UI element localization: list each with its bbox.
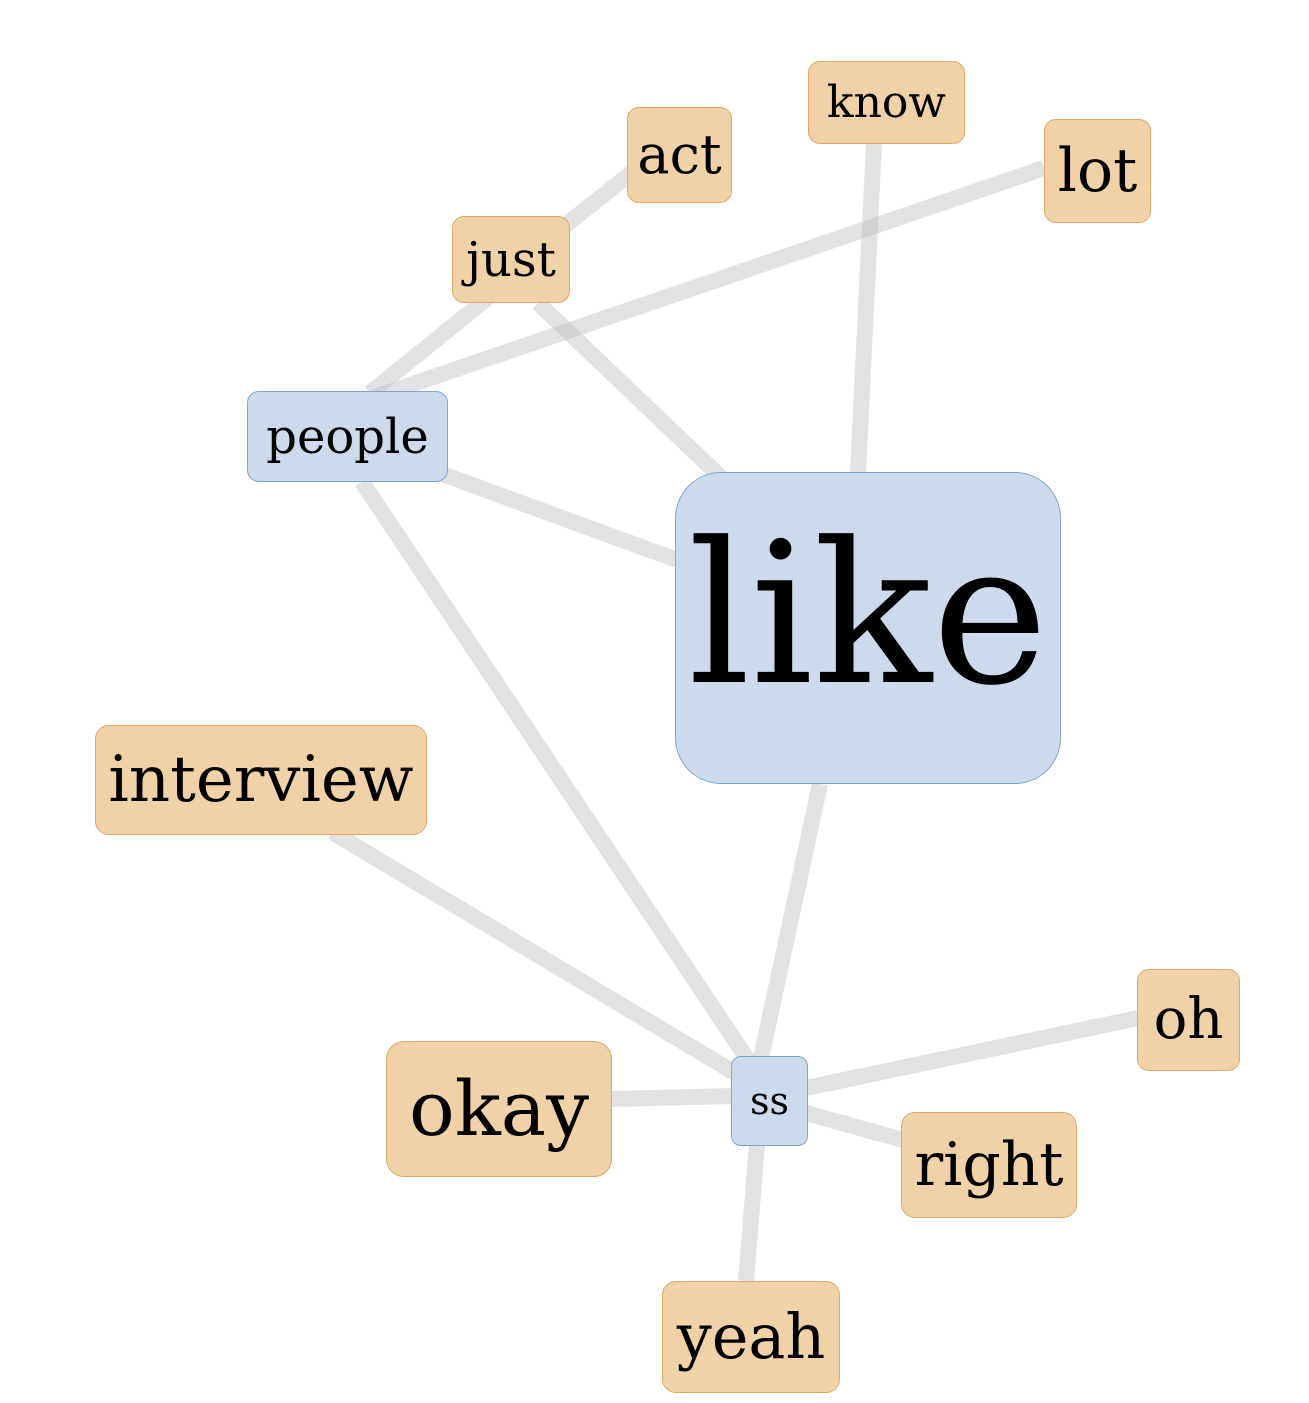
node-people-label: people [266,408,429,465]
node-interview-label: interview [108,743,414,817]
edge-ss-yeah [738,1144,765,1282]
edge-ss-right [803,1105,906,1148]
edge-just-like [532,297,734,490]
node-know-label: know [826,76,947,128]
node-right: right [901,1112,1077,1218]
node-lot: lot [1044,119,1151,223]
node-act: act [627,107,732,203]
edge-just-act [557,163,640,235]
node-oh-label: oh [1153,987,1224,1052]
edge-just-people [364,289,496,400]
edge-like-ss [753,782,828,1060]
edge-okay-ss [611,1088,734,1107]
edge-ss-oh [804,1010,1140,1096]
edge-know-like [850,143,882,473]
node-okay: okay [386,1041,612,1177]
node-like-label: like [687,501,1049,729]
node-like: like [675,472,1061,784]
node-ss-label: ss [749,1079,789,1123]
edge-people-ss [355,477,759,1071]
node-lot-label: lot [1057,136,1138,206]
node-just: just [452,216,570,303]
node-act-label: act [637,123,722,186]
node-yeah: yeah [662,1281,840,1393]
node-oh: oh [1137,969,1240,1071]
node-right-label: right [914,1130,1064,1200]
node-know: know [808,61,965,144]
node-okay-label: okay [408,1064,590,1153]
node-interview: interview [95,725,427,835]
node-people: people [247,391,448,482]
node-just-label: just [466,231,556,288]
edge-people-lot [369,160,1047,406]
node-ss: ss [731,1056,808,1146]
node-yeah-label: yeah [676,1300,826,1373]
edge-people-like [439,466,680,568]
edge-interview-ss [327,825,755,1089]
